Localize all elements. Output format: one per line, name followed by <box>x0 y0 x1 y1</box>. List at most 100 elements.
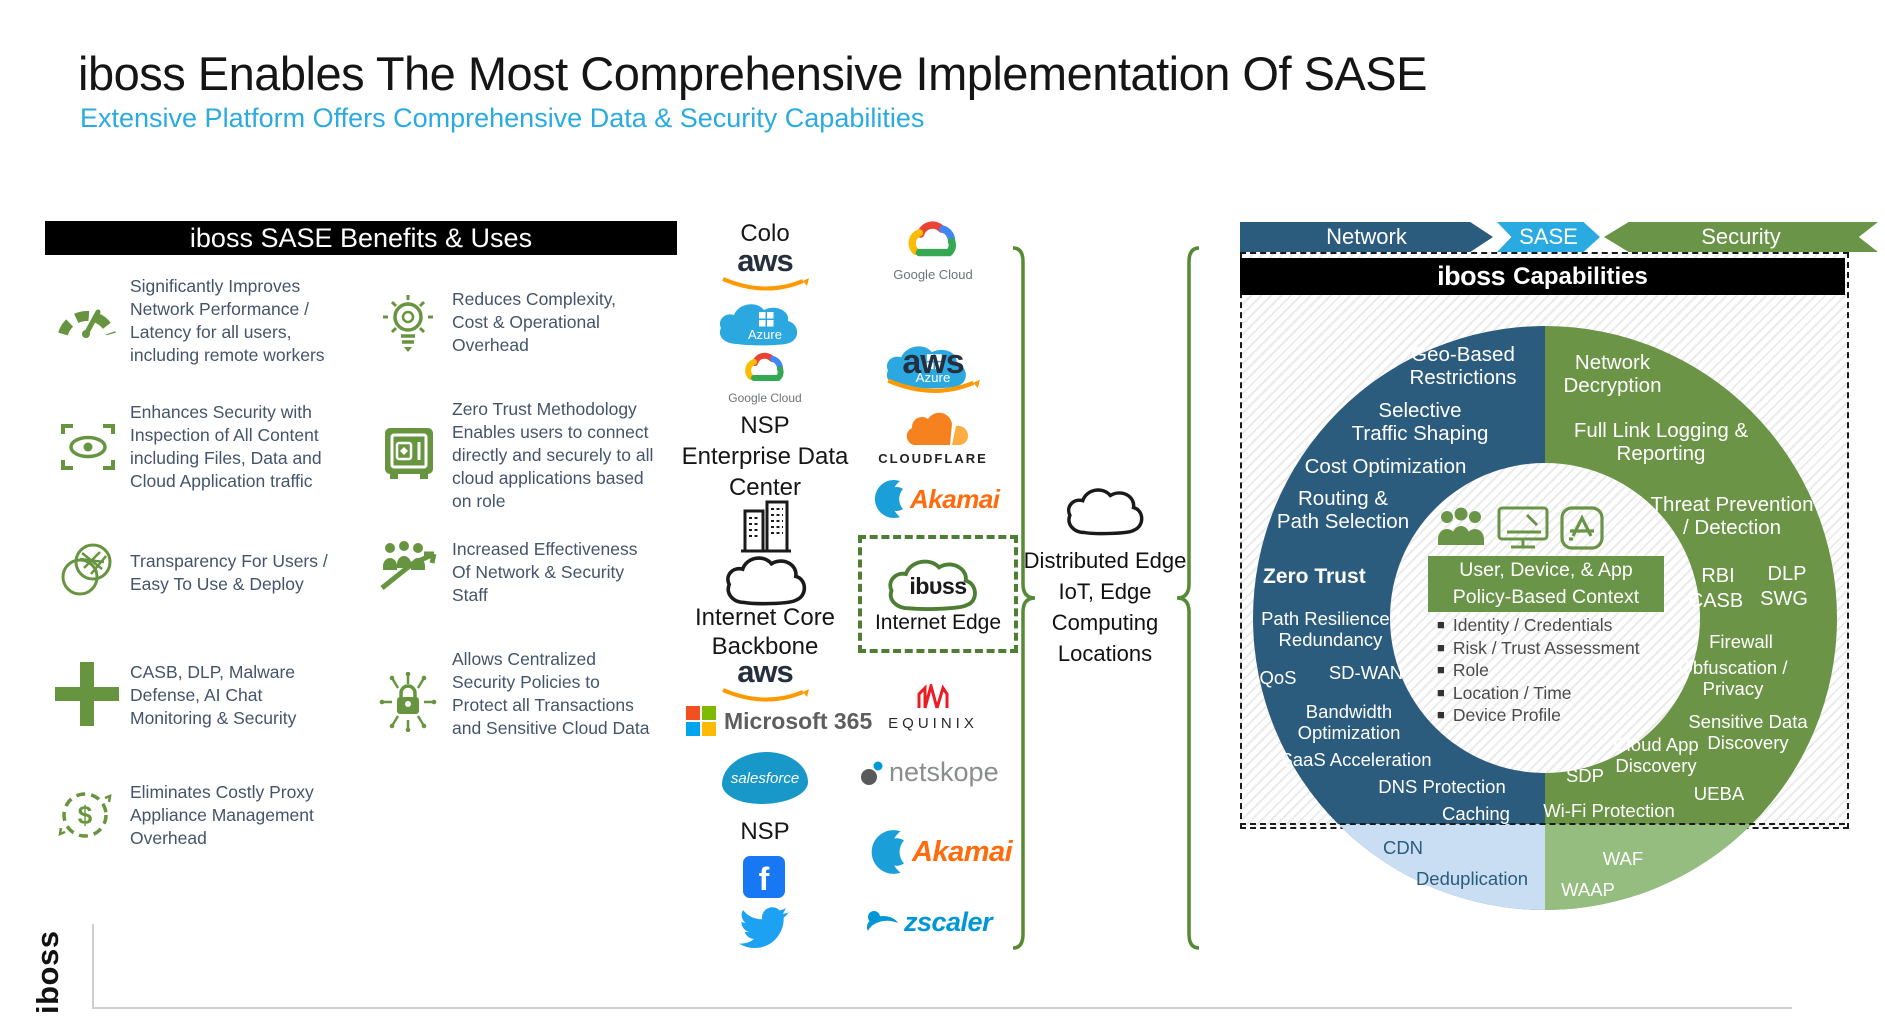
cap-cost-optimization: Cost Optimization <box>1304 455 1467 478</box>
microsoft-squares-icon <box>686 706 716 736</box>
cap-dns-protection: DNS Protection <box>1378 776 1506 797</box>
internet-core-label: Internet Core <box>694 604 836 631</box>
bullet-marker: ■ <box>1437 639 1445 655</box>
zscaler-label: zscaler <box>904 906 993 937</box>
donut-light-band <box>1253 824 1837 910</box>
vault-icon <box>380 424 438 482</box>
cap-waf: WAF <box>1602 848 1644 869</box>
salesforce-label: salesforce <box>730 769 800 787</box>
benefit-item: Significantly Improves Network Performan… <box>130 276 325 365</box>
users-group-icon <box>1438 507 1484 545</box>
cap-rbi: RBI <box>1701 565 1735 587</box>
benefit-item: Enhances Security with Inspection of All… <box>130 402 322 491</box>
salesforce-logo: salesforce <box>722 752 808 804</box>
iboss-capabilities-bar: iboss Capabilities <box>1240 258 1845 295</box>
aws-wordmark: aws <box>902 343 964 381</box>
left-curly-brace <box>1012 246 1036 950</box>
cost-savings-icon: $ <box>55 785 115 845</box>
microsoft365-logo: Microsoft 365 <box>686 706 872 736</box>
cap-sdwan: SD-WAN <box>1328 662 1404 683</box>
bullet-marker: ■ <box>1437 662 1445 677</box>
benefit-item: Transparency For Users / Easy To Use & D… <box>130 551 328 594</box>
banner-network: Network <box>1240 222 1493 252</box>
aws-wordmark: aws <box>737 654 794 689</box>
google-cloud-label: Google Cloud <box>728 391 802 405</box>
capabilities-label: Capabilities <box>1513 262 1648 290</box>
equinix-mark-icon <box>917 680 949 709</box>
cap-ueba: UEBA <box>1693 783 1745 804</box>
plus-icon <box>55 662 119 726</box>
netskope-logo: netskope <box>860 757 999 788</box>
equinix-label: EQUINIX <box>888 715 978 732</box>
netskope-mark-icon <box>861 761 883 785</box>
google-cloud-logo: Google Cloud <box>710 350 820 405</box>
cap-dlp: DLP <box>1767 563 1807 585</box>
iboss-wordmark: ibυss <box>909 573 966 599</box>
facebook-logo: f <box>743 856 785 898</box>
bullet-marker: ■ <box>1437 617 1445 632</box>
right-curly-brace <box>1176 246 1200 950</box>
centralized-security-icon <box>378 672 438 732</box>
page-title: iboss Enables The Most Comprehensive Imp… <box>78 47 1427 100</box>
bullet-marker: ■ <box>1437 707 1445 722</box>
benefit-item: Reduces Complexity, Cost & Operational O… <box>452 289 617 355</box>
page-subtitle: Extensive Platform Offers Comprehensive … <box>80 103 925 133</box>
managed-device-icon <box>1497 506 1549 549</box>
azure-label: Azure <box>916 370 951 385</box>
google-cloud-logo-2: Google Cloud <box>878 218 988 282</box>
cap-wifi-protection: Wi-Fi Protection <box>1543 800 1675 821</box>
aws-logo-3: aws <box>883 343 983 396</box>
cap-routing-path: Routing &Path Selection <box>1276 487 1410 533</box>
internet-core-cloud-icon <box>722 550 812 615</box>
benefit-item: Allows Centralized Security Policies to … <box>452 649 650 738</box>
colo-label: Colo <box>740 220 790 247</box>
cap-threat-prevention: Threat Prevention/ Detection <box>1650 493 1814 539</box>
cloudflare-logo: CLOUDFLARE <box>870 410 996 466</box>
cap-sdp: SDP <box>1565 765 1605 786</box>
akamai-logo-2: Akamai <box>866 826 1013 878</box>
iboss-footer-brand: iboss <box>30 930 65 1014</box>
azure-label: Azure <box>748 327 782 342</box>
distributed-edge-cloud-icon <box>1063 483 1149 544</box>
cap-firewall: Firewall <box>1709 631 1773 652</box>
bullet-item: ■Identity / Credentials <box>1437 615 1613 635</box>
netskope-label: netskope <box>889 757 999 787</box>
cap-full-link-logging: Full Link Logging &Reporting <box>1573 419 1749 465</box>
lightbulb-icon <box>380 293 436 355</box>
capabilities-donut <box>1253 326 1837 910</box>
cap-casb: CASB <box>1688 590 1744 612</box>
microsoft365-label: Microsoft 365 <box>724 707 873 734</box>
speed-gauge-icon <box>55 290 119 346</box>
banner-security: Security <box>1604 222 1878 252</box>
zscaler-logo: zscaler <box>862 905 993 939</box>
aws-logo: aws <box>715 245 815 293</box>
twitter-logo <box>736 902 792 953</box>
iboss-internet-edge-box: ibυss Internet Edge <box>858 535 1018 653</box>
cap-caching: Caching <box>1442 803 1510 824</box>
backbone-label: Backbone <box>711 633 819 660</box>
panel-bottom-dashed-line <box>1240 823 1845 825</box>
akamai-logo: Akamai <box>870 477 1000 521</box>
footer-vertical-rule <box>92 924 94 1007</box>
bullet-item: ■Role <box>1437 660 1489 680</box>
akamai-label: Akamai <box>912 835 1013 868</box>
policy-context-bullets: ■Identity / Credentials ■Risk / Trust As… <box>1437 614 1689 727</box>
azure-logo: Azure <box>712 302 818 346</box>
bullet-item: ■Location / Time <box>1437 682 1572 703</box>
distributed-edge-label: Distributed Edge IoT, Edge Computing Loc… <box>1023 548 1187 666</box>
iboss-cloud-icon: ibυss <box>888 559 977 611</box>
azure-logo-2: Azure <box>878 344 984 389</box>
zscaler-swoosh-icon <box>866 911 898 931</box>
aws-swoosh-icon <box>887 378 980 393</box>
cap-obfuscation-privacy: Obfuscation /Privacy <box>1678 657 1788 699</box>
datacenter-building-icon <box>737 499 793 558</box>
cloudflare-label: CLOUDFLARE <box>878 451 988 466</box>
aws-swoosh-icon <box>722 277 809 291</box>
benefit-item: Zero Trust Methodology Enables users to … <box>452 399 654 511</box>
aws-logo-2: aws <box>717 654 813 704</box>
